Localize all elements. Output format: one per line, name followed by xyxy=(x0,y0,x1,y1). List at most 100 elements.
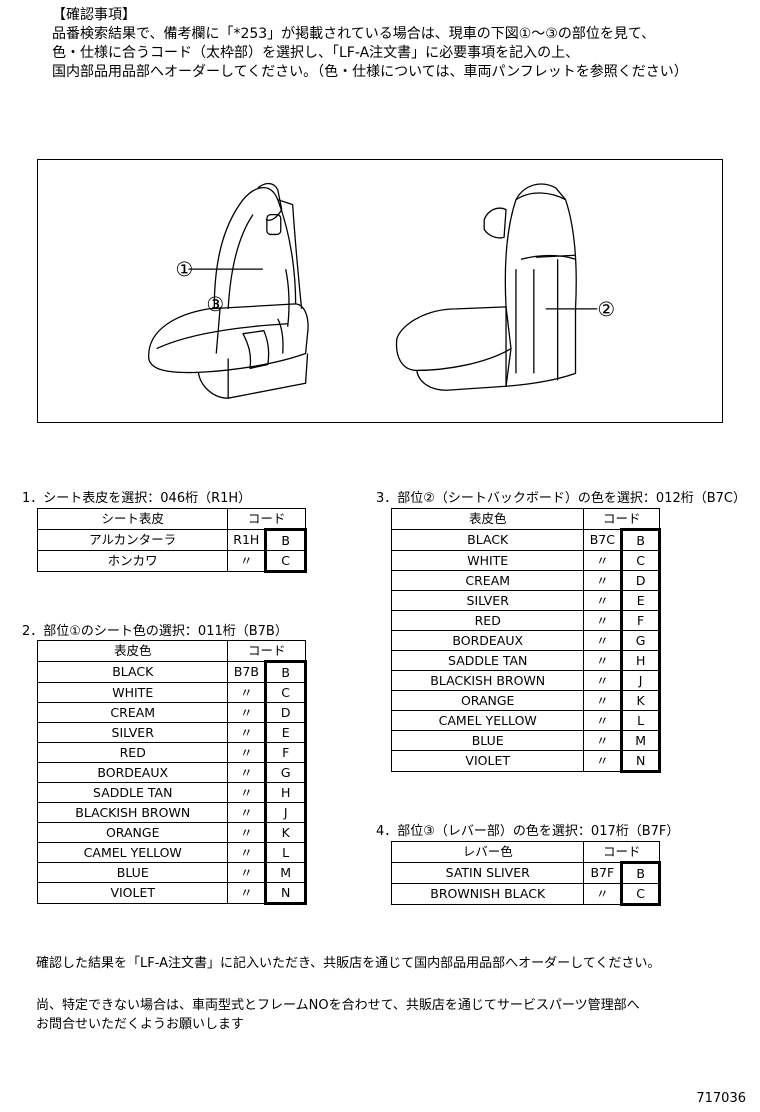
seat-illustration: ① ③ ② xyxy=(37,159,723,423)
row-prefix: 〃 xyxy=(227,782,267,803)
row-code: H xyxy=(264,782,307,803)
header-name: 表皮色 xyxy=(390,508,585,530)
table-row: BLACKISH BROWN〃J xyxy=(36,802,307,823)
row-prefix: 〃 xyxy=(227,882,267,904)
row-name: CREAM xyxy=(390,570,585,591)
row-name: SADDLE TAN xyxy=(390,650,585,671)
row-prefix: 〃 xyxy=(227,742,267,763)
table-row: BORDEAUX〃G xyxy=(36,762,307,783)
row-prefix: 〃 xyxy=(227,862,267,883)
row-prefix: 〃 xyxy=(227,802,267,823)
row-code: E xyxy=(264,722,307,743)
row-prefix: 〃 xyxy=(583,630,623,651)
callout-3: ③ xyxy=(206,293,224,316)
header-code: コード xyxy=(227,508,306,530)
row-prefix: 〃 xyxy=(583,590,623,611)
row-prefix: 〃 xyxy=(227,702,267,723)
seat-drawing: ① ③ ② xyxy=(148,182,615,399)
section4-title: 4．部位③（レバー部）の色を選択：017桁（B7F） xyxy=(376,824,680,839)
row-name: SILVER xyxy=(390,590,585,611)
row-prefix: 〃 xyxy=(227,550,267,572)
row-name: RED xyxy=(390,610,585,631)
row-code: F xyxy=(620,610,661,631)
section1-title: 1．シート表皮を選択：046桁（R1H） xyxy=(22,491,252,506)
table-row: BLACKISH BROWN〃J xyxy=(390,670,661,691)
row-code: J xyxy=(620,670,661,691)
row-code: C xyxy=(620,550,661,571)
row-prefix: 〃 xyxy=(583,710,623,731)
header-name: 表皮色 xyxy=(36,640,229,662)
row-code: C xyxy=(264,682,307,703)
row-code: L xyxy=(620,710,661,731)
table-row: BLUE〃M xyxy=(390,730,661,751)
table-header-row: 表皮色コード xyxy=(390,508,660,530)
row-code: F xyxy=(264,742,307,763)
row-prefix: 〃 xyxy=(583,650,623,671)
row-code: B xyxy=(620,861,661,884)
row-name: SADDLE TAN xyxy=(36,782,229,803)
row-name: VIOLET xyxy=(36,882,229,904)
table-header-row: シート表皮コード xyxy=(36,508,306,530)
table-row: ORANGE〃K xyxy=(390,690,661,711)
row-name: WHITE xyxy=(36,682,229,703)
row-code: H xyxy=(620,650,661,671)
table-row: BROWNISH BLACK〃C xyxy=(390,883,661,906)
table-row: CAMEL YELLOW〃L xyxy=(36,842,307,863)
header-name: レバー色 xyxy=(390,841,585,863)
table-header-row: 表皮色コード xyxy=(36,640,306,662)
header-code: コード xyxy=(227,640,306,662)
row-code: B xyxy=(620,528,661,551)
table-row: CREAM〃D xyxy=(36,702,307,723)
row-name: SILVER xyxy=(36,722,229,743)
callout-1: ① xyxy=(176,258,194,281)
table-row: CAMEL YELLOW〃L xyxy=(390,710,661,731)
row-code: D xyxy=(264,702,307,723)
row-name: BLACKISH BROWN xyxy=(390,670,585,691)
row-code: C xyxy=(620,883,661,906)
row-prefix: 〃 xyxy=(583,750,623,772)
row-prefix: 〃 xyxy=(227,822,267,843)
row-name: BLACK xyxy=(390,529,585,551)
row-code: L xyxy=(264,842,307,863)
table-row: WHITE〃C xyxy=(390,550,661,571)
table-row: BORDEAUX〃G xyxy=(390,630,661,651)
row-name: BLACKISH BROWN xyxy=(36,802,229,823)
document-number: 717036 xyxy=(696,1091,746,1106)
row-prefix: 〃 xyxy=(583,610,623,631)
row-prefix: B7F xyxy=(583,862,623,884)
row-name: SATIN SLIVER xyxy=(390,862,585,884)
notice-line-2: 色・仕様に合うコード（太枠部）を選択し、「LF-A注文書」に必要事項を記入の上、 xyxy=(52,45,580,61)
table-row: SADDLE TAN〃H xyxy=(36,782,307,803)
row-prefix: 〃 xyxy=(227,762,267,783)
footer-line-1: 確認した結果を「LF-A注文書」に記入いただき、共販店を通じて国内部品用品部へオ… xyxy=(36,956,661,971)
row-name: CAMEL YELLOW xyxy=(36,842,229,863)
row-prefix: R1H xyxy=(227,529,267,551)
header-name: シート表皮 xyxy=(36,508,229,530)
row-prefix: B7C xyxy=(583,529,623,551)
row-code: C xyxy=(264,550,307,573)
table-row: RED〃F xyxy=(36,742,307,763)
row-prefix: 〃 xyxy=(583,670,623,691)
row-prefix: 〃 xyxy=(583,730,623,751)
row-code: N xyxy=(264,882,307,905)
table-row: VIOLET〃N xyxy=(36,882,307,905)
notice-line-1: 品番検索結果で、備考欄に「*253」が掲載されている場合は、現車の下図①～③の部… xyxy=(52,26,656,42)
row-code: J xyxy=(264,802,307,823)
row-name: CREAM xyxy=(36,702,229,723)
footer-line-2: 尚、特定できない場合は、車両型式とフレームNOを合わせて、共販店を通じてサービス… xyxy=(36,998,640,1013)
section2-title: 2．部位①のシート色の選択：011桁（B7B） xyxy=(22,624,288,639)
row-code: D xyxy=(620,570,661,591)
row-code: B xyxy=(264,660,307,683)
table-row: VIOLET〃N xyxy=(390,750,661,773)
table-row: ホンカワ〃C xyxy=(36,550,307,573)
row-name: BORDEAUX xyxy=(390,630,585,651)
row-name: BLUE xyxy=(36,862,229,883)
table-row: SILVER〃E xyxy=(390,590,661,611)
row-code: G xyxy=(620,630,661,651)
